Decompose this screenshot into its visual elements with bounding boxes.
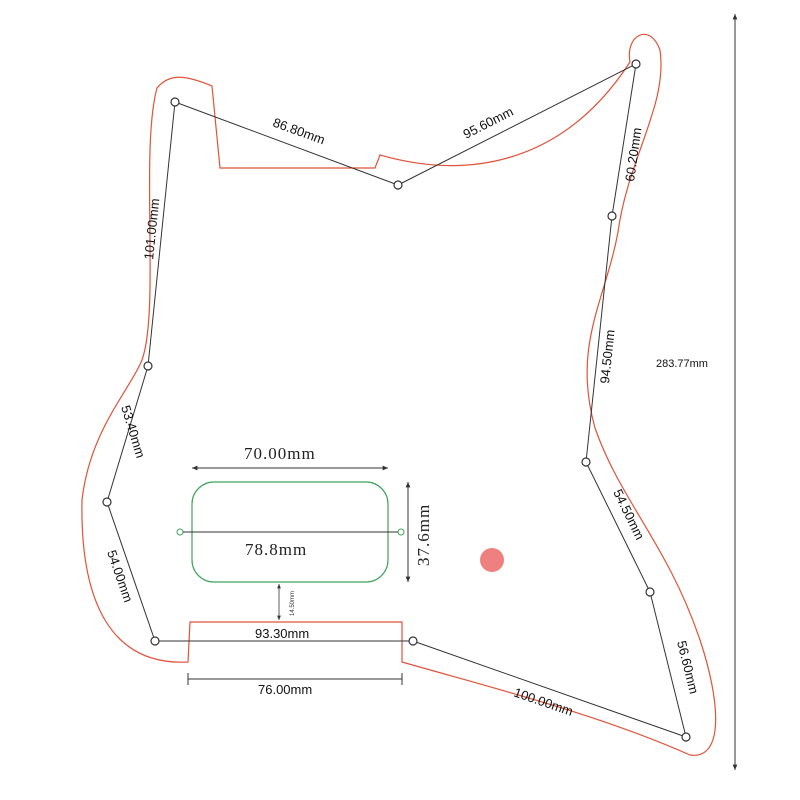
screw-dimension-lines xyxy=(106,63,687,738)
screw-hole xyxy=(581,457,591,467)
pickup-mount-hole xyxy=(176,528,184,536)
label-right-top: 60.20mm xyxy=(622,127,644,183)
screw-hole xyxy=(150,636,160,646)
pickup-mount-hole xyxy=(397,528,405,536)
label-left-lower: 54.00mm xyxy=(104,548,136,604)
screw-hole xyxy=(393,180,403,190)
screw-hole xyxy=(102,497,112,507)
label-pickup-span: 78.8mm xyxy=(245,540,307,559)
label-pickup-width: 70.00mm xyxy=(244,444,316,463)
screw-hole xyxy=(143,361,153,371)
label-right-mid: 94.50mm xyxy=(597,329,618,384)
label-top-right: 95.60mm xyxy=(461,104,516,142)
screw-hole xyxy=(170,97,180,107)
screw-hole xyxy=(681,732,691,742)
label-top-left: 86.80mm xyxy=(271,115,327,148)
screw-holes xyxy=(102,59,691,742)
marker-dot xyxy=(480,548,504,572)
screw-hole xyxy=(645,587,655,597)
label-right-lower: 54.50mm xyxy=(610,487,647,542)
label-left-top: 101.00mm xyxy=(141,198,162,261)
label-bottom-inner: 93.30mm xyxy=(255,626,309,641)
screw-hole xyxy=(408,636,418,646)
label-bottom-diag: 100.00mm xyxy=(512,685,575,719)
label-bottom-width: 76.00mm xyxy=(258,682,312,697)
screw-hole xyxy=(607,211,617,221)
label-pickup-gap: 14.50mm xyxy=(290,591,296,616)
label-overall-height: 283.77mm xyxy=(656,358,708,370)
pickguard-outline xyxy=(81,33,717,756)
screw-hole xyxy=(631,59,641,69)
label-pickup-height: 37.6mm xyxy=(414,504,433,566)
label-right-bottom: 56.60mm xyxy=(674,639,702,695)
